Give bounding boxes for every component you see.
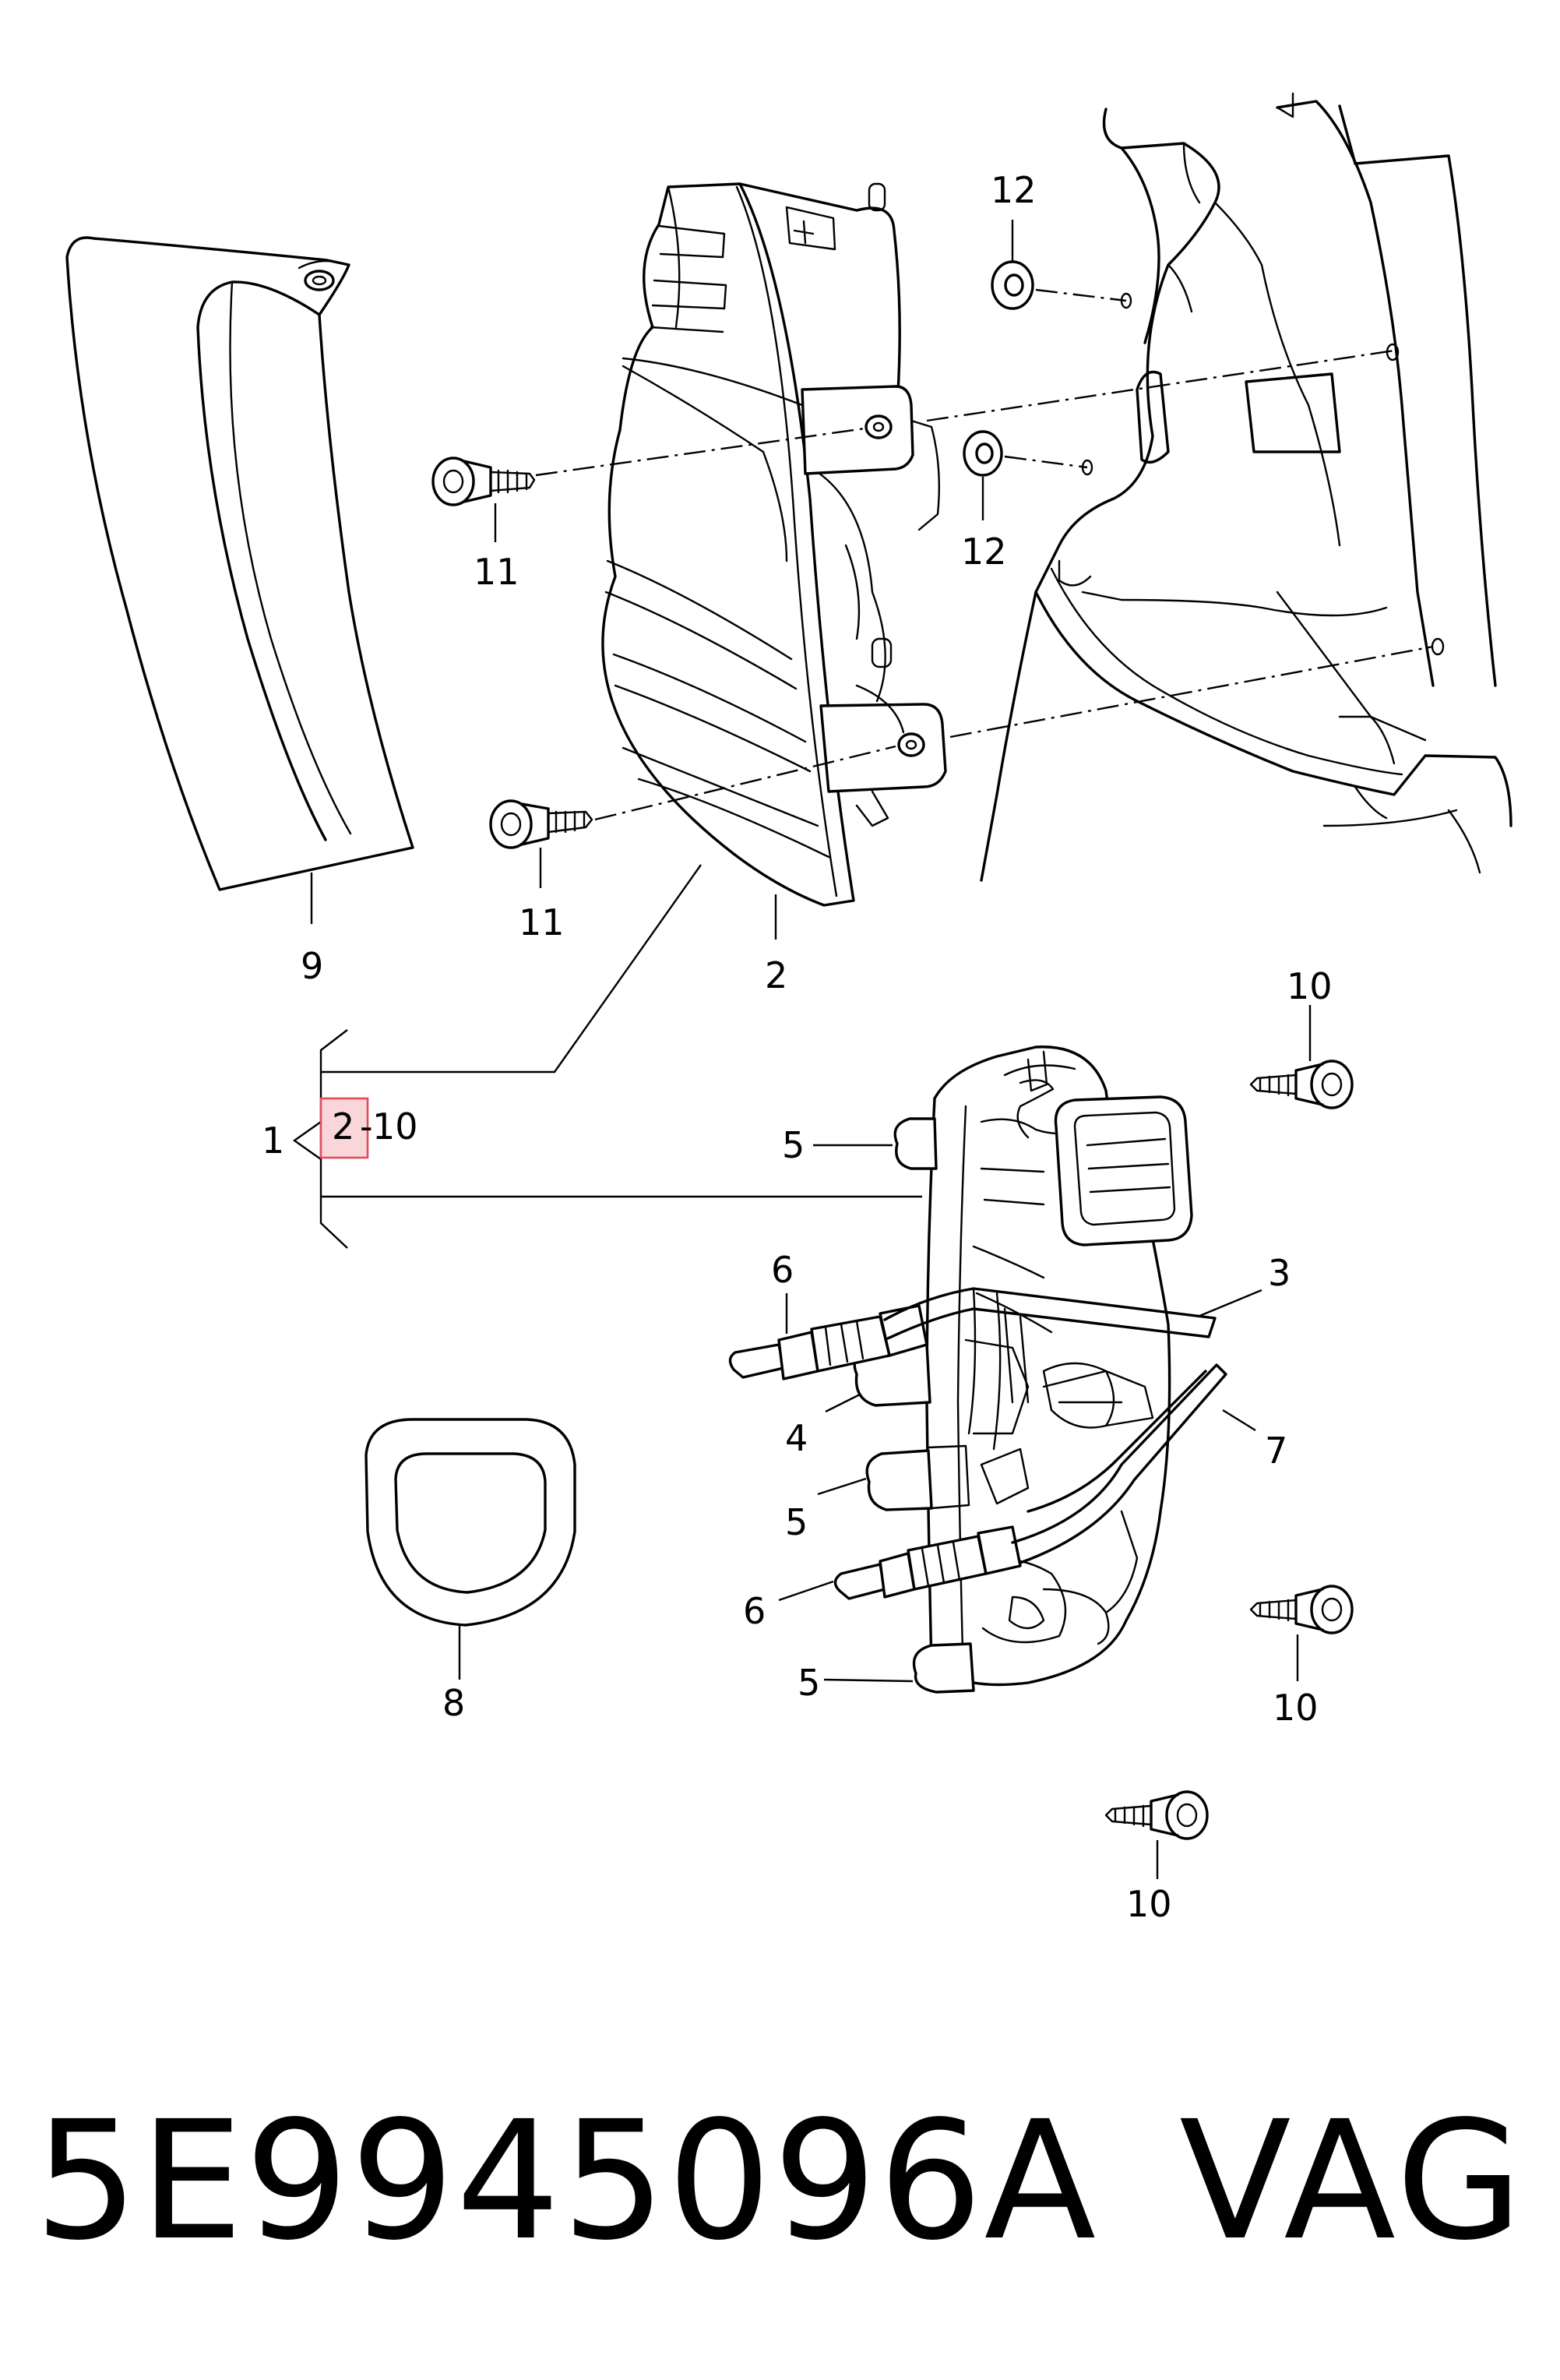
callout-11-upper: 11 <box>474 551 519 593</box>
callout-9: 9 <box>301 945 323 987</box>
callout-12-upper: 12 <box>991 169 1037 211</box>
callout-10-upper: 10 <box>1287 965 1333 1007</box>
callout-range-end: 10 <box>372 1105 418 1148</box>
callout-labels: 12 12 11 11 9 2 10 1 2 - 10 5 6 3 4 7 5 … <box>262 169 1333 1925</box>
callout-3: 3 <box>1268 1252 1291 1294</box>
callout-2-highlight-box[interactable] <box>319 1097 369 1159</box>
leader-lines <box>292 220 1312 1879</box>
wiring-part-7 <box>1011 1363 1227 1564</box>
callout-range-separator: - <box>360 1105 373 1148</box>
tail-light-housing-part-2 <box>601 182 947 907</box>
part-number-text: 5E9945096A <box>34 2086 1098 2276</box>
bulb-holder-assembly <box>925 1045 1193 1687</box>
callout-12-lower: 12 <box>961 531 1007 573</box>
callout-1: 1 <box>262 1119 284 1162</box>
bulb-socket-part-5-middle <box>865 1444 970 1511</box>
bulb-socket-part-5-upper <box>893 1117 938 1170</box>
callout-6-upper: 6 <box>771 1249 794 1291</box>
vehicle-body-side <box>980 92 1512 882</box>
callout-2-range-start[interactable]: 2 <box>332 1105 354 1148</box>
callout-7: 7 <box>1265 1430 1287 1472</box>
brand-text: VAG <box>1179 2086 1526 2276</box>
screw-part-10-upper <box>1249 1060 1354 1109</box>
callout-10-middle: 10 <box>1273 1687 1319 1729</box>
callout-10-lower: 10 <box>1126 1883 1172 1925</box>
callout-5-lower: 5 <box>798 1662 820 1704</box>
wiring-part-3 <box>883 1287 1217 1451</box>
bulb-part-6-lower <box>833 1525 1022 1600</box>
assembly-lines <box>535 288 1434 821</box>
callout-8: 8 <box>442 1682 465 1724</box>
callout-11-lower: 11 <box>519 901 565 943</box>
callout-6-lower: 6 <box>743 1590 766 1632</box>
callout-5-upper: 5 <box>782 1124 805 1166</box>
grommet-part-12-upper <box>991 260 1034 310</box>
screw-part-10-middle <box>1249 1585 1354 1634</box>
screw-part-11-upper <box>431 457 536 506</box>
callout-4: 4 <box>785 1417 808 1459</box>
callout-2: 2 <box>765 954 787 996</box>
screw-part-11-lower <box>489 799 593 849</box>
bulb-socket-part-5-lower <box>912 1642 975 1694</box>
exploded-parts-diagram: 12 12 11 11 9 2 10 1 2 - 10 5 6 3 4 7 5 … <box>65 92 1512 1925</box>
grommet-part-12-lower <box>963 430 1003 477</box>
gasket-part-8 <box>364 1418 576 1627</box>
callout-5-middle: 5 <box>785 1501 808 1543</box>
trim-panel-part-9 <box>65 236 414 891</box>
screw-part-10-lower <box>1104 1790 1209 1840</box>
footer: 5E9945096A VAG <box>0 2064 1560 2298</box>
